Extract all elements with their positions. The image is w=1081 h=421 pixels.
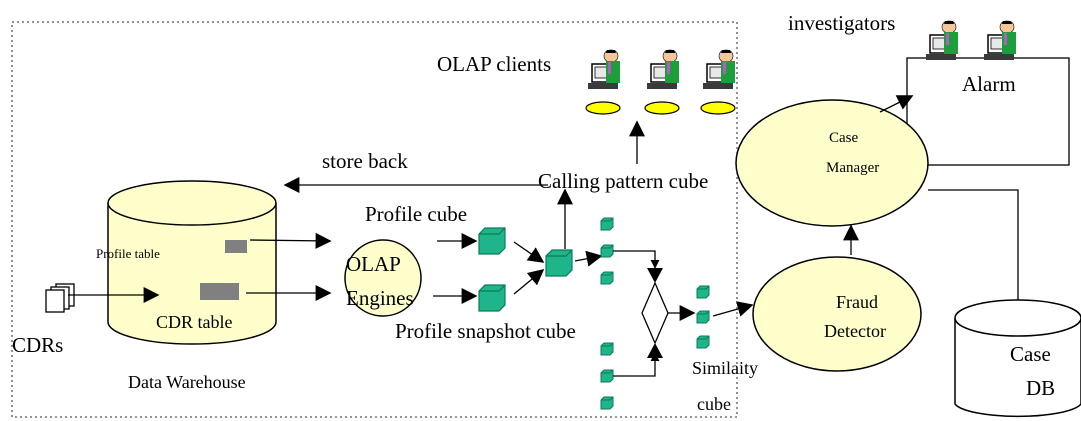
arrow-snapshot-cube-to-combined: [513, 268, 545, 295]
similarity-cube: [696, 285, 710, 349]
cube-icon: [600, 244, 614, 258]
investigators-label: investigators: [788, 11, 895, 35]
document-stack-icon: [45, 283, 75, 313]
cube-icon: [600, 217, 614, 231]
olap-engines-label-1: OLAP: [346, 252, 401, 276]
small-cubes-group-upper: [600, 217, 614, 285]
similarity-cube-label-1: Similaity: [692, 358, 758, 378]
olap-engines-node: [344, 239, 422, 317]
alarm-box: [906, 57, 1070, 166]
diamond-merge-icon: [641, 281, 669, 345]
computer-terminal-icon: [983, 20, 1017, 61]
connector-lower: [613, 352, 660, 377]
cdr-table-label: CDR table: [156, 312, 233, 332]
arrow-similarity-to-fraud-detector: [712, 301, 754, 317]
alarm-label: Alarm: [962, 72, 1016, 96]
diamond-bottom-tip: [647, 343, 663, 358]
combined-cube: [545, 249, 573, 277]
diamond-top-tip: [647, 268, 663, 283]
cube-icon: [600, 271, 614, 285]
cube-icon: [696, 310, 710, 324]
connector-case-manager-to-db: [928, 189, 1019, 300]
profile-snapshot-cube-label: Profile snapshot cube: [395, 319, 576, 343]
case-db-label-2: DB: [1026, 376, 1055, 400]
profile-cube-label: Profile cube: [365, 202, 467, 226]
olap-client-1: [585, 49, 621, 115]
cube-icon: [696, 335, 710, 349]
similarity-cube-label-2: cube: [697, 394, 731, 414]
arrow-profile-table-to-engines: [249, 232, 332, 249]
olap-client-3: [700, 49, 736, 115]
calling-pattern-cube-label: Calling pattern cube: [538, 169, 708, 193]
cube-icon: [600, 396, 614, 410]
cdr-table-block: [200, 283, 239, 300]
profile-table-block: [225, 240, 247, 253]
arrow-profile-cube-to-combined: [513, 241, 545, 263]
profile-snapshot-cube: [478, 284, 506, 312]
profile-table-label: Profile table: [96, 246, 160, 261]
arrow-case-manager-to-alarm: [879, 95, 914, 113]
fraud-detector-label-2: Detector: [824, 321, 886, 341]
cube-icon: [696, 285, 710, 299]
olap-client-2: [644, 49, 680, 115]
case-manager-label-1: Case: [829, 130, 859, 146]
cube-icon: [600, 342, 614, 356]
arrow-combined-to-small-cubes: [574, 250, 603, 267]
data-warehouse-label: Data Warehouse: [128, 372, 246, 392]
olap-clients-label: OLAP clients: [437, 52, 551, 76]
case-manager-node: [735, 99, 929, 227]
case-manager-label-2: Manager: [826, 160, 879, 176]
computer-terminal-icon: [587, 49, 621, 90]
connector-upper: [613, 250, 660, 269]
cube-icon: [600, 369, 614, 383]
data-warehouse-cylinder: [107, 180, 277, 345]
profile-cube: [478, 227, 506, 255]
computer-terminal-icon: [925, 20, 959, 61]
case-db-label-1: Case: [1010, 342, 1051, 366]
store-back-label: store back: [322, 149, 408, 173]
computer-terminal-icon: [702, 49, 736, 90]
fraud-detector-node: [752, 256, 922, 372]
fraud-detector-label-1: Fraud: [836, 292, 878, 312]
computer-terminal-icon: [646, 49, 680, 90]
case-db-cylinder: [954, 299, 1081, 418]
cdrs-label: CDRs: [12, 333, 63, 357]
small-cubes-group-lower: [600, 342, 614, 410]
olap-engines-label-2: Engines: [346, 286, 414, 310]
